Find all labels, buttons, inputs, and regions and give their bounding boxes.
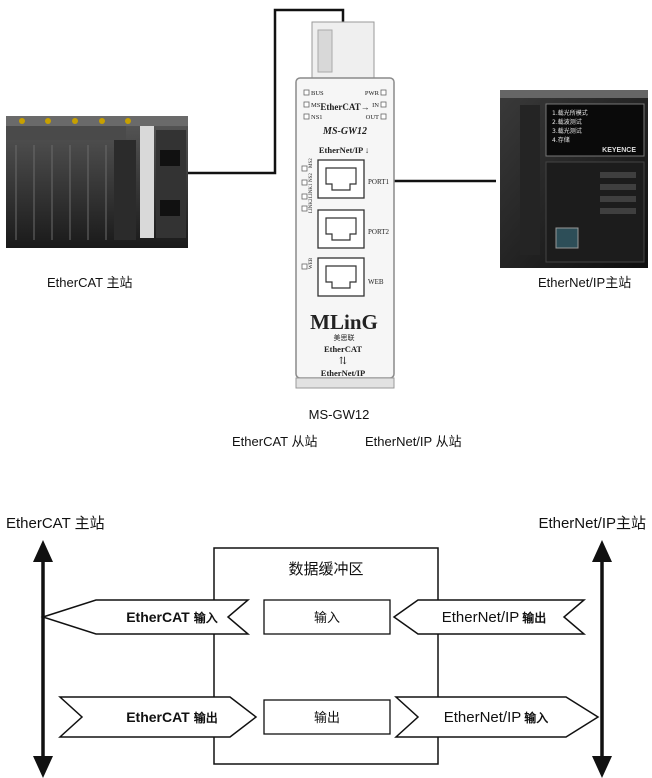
buffer-output-box <box>263 699 391 735</box>
ethercat-direction-label: EtherCAT→ <box>320 102 369 112</box>
ethernetip-direction-label: EtherNet/IP ↓ <box>319 145 369 155</box>
buffer-input-label: 输入 <box>314 610 340 625</box>
ethercat-input-arrow <box>40 599 251 635</box>
led-ns1: NS1 <box>311 114 323 121</box>
ethercat-master-caption: EtherCAT 主站 <box>47 275 132 290</box>
port1-label: PORT1 <box>368 178 389 186</box>
ethercat-output-arrow <box>58 696 258 738</box>
keyence-screen-line-1: 1.载光所模式 <box>552 109 588 117</box>
led-ms1: MS1 <box>311 102 324 109</box>
left-bus-line <box>33 540 53 778</box>
side-led-1: MS2 <box>309 158 314 168</box>
device-model-italic: MS-GW12 <box>322 126 367 137</box>
bottom-ethernetip-master-title: EtherNet/IP主站 <box>538 515 646 532</box>
led-in: IN <box>372 102 379 109</box>
side-led-2: NS2 <box>309 173 314 182</box>
ethernetip-slave-caption: EtherNet/IP 从站 <box>365 434 462 449</box>
keyence-screen-line-2: 2.载波测试 <box>552 118 582 126</box>
gateway-device: BUS MS1 NS1 PWR IN OUT EtherCAT→ MS-GW12… <box>295 21 395 389</box>
device-bottom-arrows: ⇅ <box>339 356 347 367</box>
brand-cn: 美思联 <box>334 333 355 342</box>
side-led-3: LINK1 <box>309 183 314 198</box>
web-label: WEB <box>368 278 384 286</box>
ethernetip-output-arrow <box>392 599 587 635</box>
rj45-port-1 <box>317 159 365 199</box>
right-bus-line <box>592 540 612 778</box>
led-bus: BUS <box>311 90 324 97</box>
led-out: OUT <box>366 114 379 121</box>
side-led-4: LINK2 <box>309 198 314 213</box>
device-bottom-ethernetip: EtherNet/IP <box>321 368 365 378</box>
brand-logo: MLinG <box>310 310 378 334</box>
ethernetip-input-arrow <box>394 696 600 738</box>
data-buffer-box <box>213 547 439 765</box>
ethercat-slave-caption: EtherCAT 从站 <box>232 434 317 449</box>
bottom-ethercat-master-title: EtherCAT 主站 <box>6 515 105 532</box>
ethernetip-master-plc: 1.载光所模式 2.载波测试 3.载光测试 4.存储 KEYENCE <box>500 90 648 268</box>
device-model-caption: MS-GW12 <box>309 407 370 422</box>
led-pwr: PWR <box>365 90 380 97</box>
keyence-screen-line-3: 3.载光测试 <box>552 127 582 135</box>
rj45-port-2 <box>317 209 365 249</box>
rj45-port-web <box>317 257 365 297</box>
port2-label: PORT2 <box>368 228 389 236</box>
side-led-5: WEB <box>309 257 314 269</box>
ethercat-master-plc <box>6 116 188 248</box>
data-buffer-title: 数据缓冲区 <box>288 561 363 578</box>
ethernetip-master-caption: EtherNet/IP主站 <box>538 275 631 290</box>
keyence-screen-line-4: 4.存储 <box>552 136 570 144</box>
buffer-output-label: 输出 <box>314 710 340 725</box>
buffer-input-box <box>263 599 391 635</box>
device-bottom-ethercat: EtherCAT <box>324 344 362 354</box>
keyence-brand: KEYENCE <box>602 147 636 154</box>
